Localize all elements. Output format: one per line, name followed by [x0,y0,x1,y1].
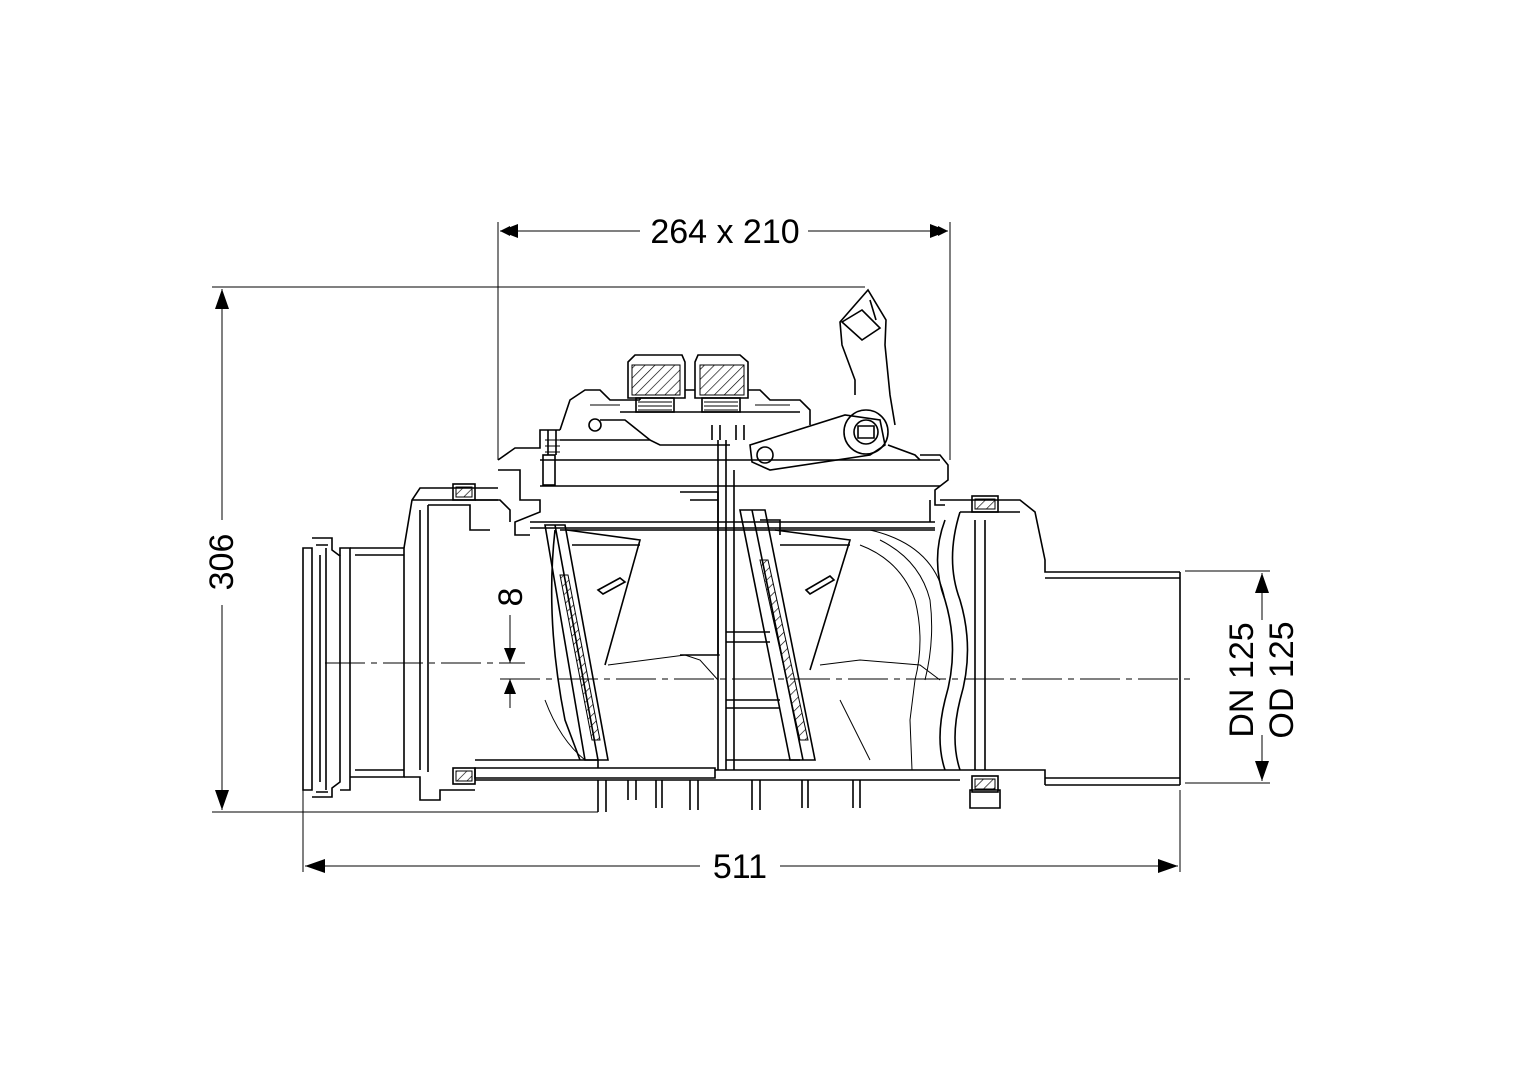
dimension-height: 306 [203,286,865,813]
dn-label: DN 125 [1223,622,1261,737]
lid-seat [497,429,949,536]
dimension-offset: 8 [492,588,530,708]
offset-label: 8 [492,588,530,607]
height-label: 306 [203,534,241,591]
valve-body [302,288,1181,812]
inlet-spigot [302,537,405,798]
right-flap [739,509,852,761]
dimension-top-width: 264 x 210 [497,213,951,460]
central-divider [680,440,800,770]
outlet-socket [936,495,1181,809]
od-label: OD 125 [1263,621,1301,738]
inlet-socket [403,483,511,801]
top-width-label: 264 x 210 [650,213,799,251]
valve-cover [559,354,811,446]
chamber-contours [544,529,946,771]
left-flap [544,524,642,761]
locking-lever [749,288,921,471]
dimension-diameter: DN 125 OD 125 [1185,570,1301,784]
dimension-overall-length: 511 [302,790,1181,886]
overall-length-label: 511 [713,848,767,886]
